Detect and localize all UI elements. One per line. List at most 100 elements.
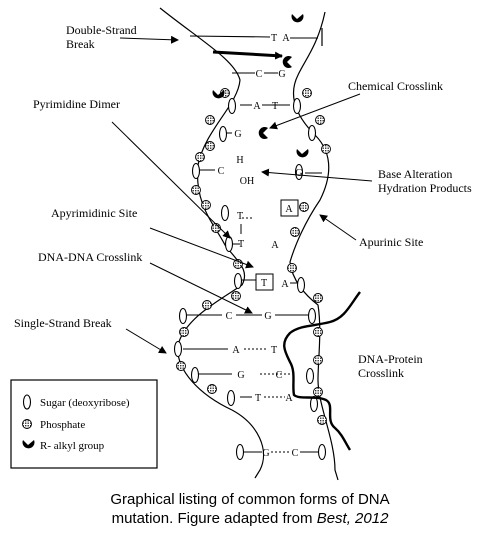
pointer-arrows — [111, 35, 373, 354]
dna-protein-crosslink-label: DNA-Protein — [358, 352, 423, 366]
sugar-symbol — [227, 97, 237, 115]
phosphate-symbol — [287, 263, 297, 273]
base-letter: A — [281, 279, 289, 290]
base-letter: G — [295, 168, 302, 179]
apyrimidinic-box — [255, 273, 274, 291]
alkyl-legend-icon — [22, 440, 35, 449]
phosphate-symbol — [231, 291, 241, 301]
base-letter: H — [236, 155, 243, 166]
base-letter: C — [218, 166, 225, 177]
left-strand — [159, 7, 265, 479]
base-letter: T — [255, 393, 261, 404]
phosphate-symbol — [290, 227, 300, 237]
double-strand-break-arrows — [212, 28, 323, 60]
sugar-symbol — [233, 272, 243, 290]
phosphate-symbol — [321, 144, 331, 154]
base-letter: T — [272, 101, 278, 112]
legend-box — [10, 379, 158, 469]
base-letter: T — [271, 33, 277, 44]
phosphate-symbol — [313, 327, 323, 337]
phosphate-symbol — [302, 88, 312, 98]
phosphate-symbol — [176, 361, 186, 371]
alkyl-group-symbol — [258, 127, 268, 139]
base-letter: C — [256, 69, 263, 80]
base-letter: A — [253, 101, 261, 112]
phosphate-symbol — [313, 387, 323, 397]
sugar-symbol — [224, 235, 234, 253]
base-letter: C — [276, 370, 283, 381]
sugar-symbol — [307, 124, 317, 142]
sugar-symbol — [307, 307, 317, 325]
base-letter: T — [237, 211, 243, 222]
alkyl-group-symbol — [282, 56, 292, 68]
sugar-symbol — [191, 162, 201, 180]
phosphate-symbol — [201, 200, 211, 210]
sugar-symbol — [294, 163, 304, 181]
base-letter: G — [237, 370, 244, 381]
base-letter: T — [261, 278, 267, 289]
right-strand — [289, 11, 339, 481]
figure-caption: Graphical listing of common forms of DNA… — [0, 490, 500, 528]
single-strand-break-label: Single-Strand Break — [14, 316, 112, 330]
dna-dna-crosslink-label: DNA-DNA Crosslink — [38, 250, 142, 264]
double-strand-break-label-2: Break — [66, 37, 95, 51]
phosphate-symbol — [205, 141, 215, 151]
apurinic-site-label: Apurinic Site — [359, 235, 423, 249]
sugar-symbol — [190, 366, 200, 384]
legend-phosphate-label: Phosphate — [40, 419, 85, 431]
sugar-symbol — [218, 125, 228, 143]
sugars — [173, 97, 327, 461]
sugar-symbol — [317, 443, 327, 461]
double-strand-break-label: Double-Strand — [66, 23, 137, 37]
legend-sugar-label: Sugar (deoxyribose) — [40, 397, 130, 409]
base-letter: OH — [240, 176, 254, 187]
phosphate-symbol — [205, 115, 215, 125]
caption-line-2: mutation. Figure adapted from Best, 2012 — [0, 509, 500, 528]
base-alteration-label: Base Alteration — [378, 167, 452, 181]
caption-reference: Best, 2012 — [316, 510, 389, 527]
alkyl-group-symbol — [296, 149, 309, 158]
phosphate-symbol — [207, 384, 217, 394]
alkyl-groups — [212, 14, 309, 158]
apurinic-box — [280, 199, 299, 217]
legend: Sugar (deoxyribose) Phosphate R- alkyl g… — [10, 379, 158, 469]
pyrimidine-dimer-label: Pyrimidine Dimer — [33, 97, 120, 111]
sugar-symbol — [292, 97, 302, 115]
base-letter: C — [226, 311, 233, 322]
sugar-symbol — [220, 204, 230, 222]
base-pair-lines — [183, 35, 322, 453]
caption-line-2-prefix: mutation. Figure adapted from — [111, 510, 317, 527]
base-letter: A — [232, 345, 240, 356]
sugar-legend-icon — [22, 394, 32, 410]
phosphate-legend-icon — [22, 419, 32, 429]
base-letter: A — [282, 33, 290, 44]
phosphate-symbol — [191, 185, 201, 195]
annotation-labels: Double-Strand Break Chemical Crosslink P… — [14, 23, 472, 380]
base-letter: G — [264, 311, 271, 322]
protein-crosslink-line — [283, 291, 361, 451]
base-letter: A — [285, 204, 293, 215]
phosphate-symbol — [317, 415, 327, 425]
sugar-symbol — [235, 443, 245, 461]
sugar-symbol — [296, 276, 306, 294]
sugar-symbol — [305, 367, 315, 385]
base-letter: T — [238, 239, 244, 250]
caption-line-1: Graphical listing of common forms of DNA — [110, 491, 390, 508]
base-letter: C — [292, 448, 299, 459]
chemical-crosslink-label: Chemical Crosslink — [348, 79, 443, 93]
phosphate-symbol — [179, 327, 189, 337]
alkyl-group-symbol — [212, 90, 225, 99]
hydration-products-label: Hydration Products — [378, 181, 472, 195]
sugar-symbol — [173, 340, 183, 358]
phosphate-symbol — [299, 202, 309, 212]
base-letter: A — [271, 240, 279, 251]
sugar-symbol — [178, 307, 188, 325]
phosphate-symbol — [313, 293, 323, 303]
base-letter: G — [234, 129, 241, 140]
phosphate-symbol — [195, 152, 205, 162]
apyrimidinic-site-label: Apyrimidinic Site — [51, 206, 137, 220]
base-letter: G — [262, 448, 269, 459]
legend-alkyl-label: R- alkyl group — [40, 440, 105, 452]
dna-protein-crosslink-label-2: Crosslink — [358, 366, 404, 380]
